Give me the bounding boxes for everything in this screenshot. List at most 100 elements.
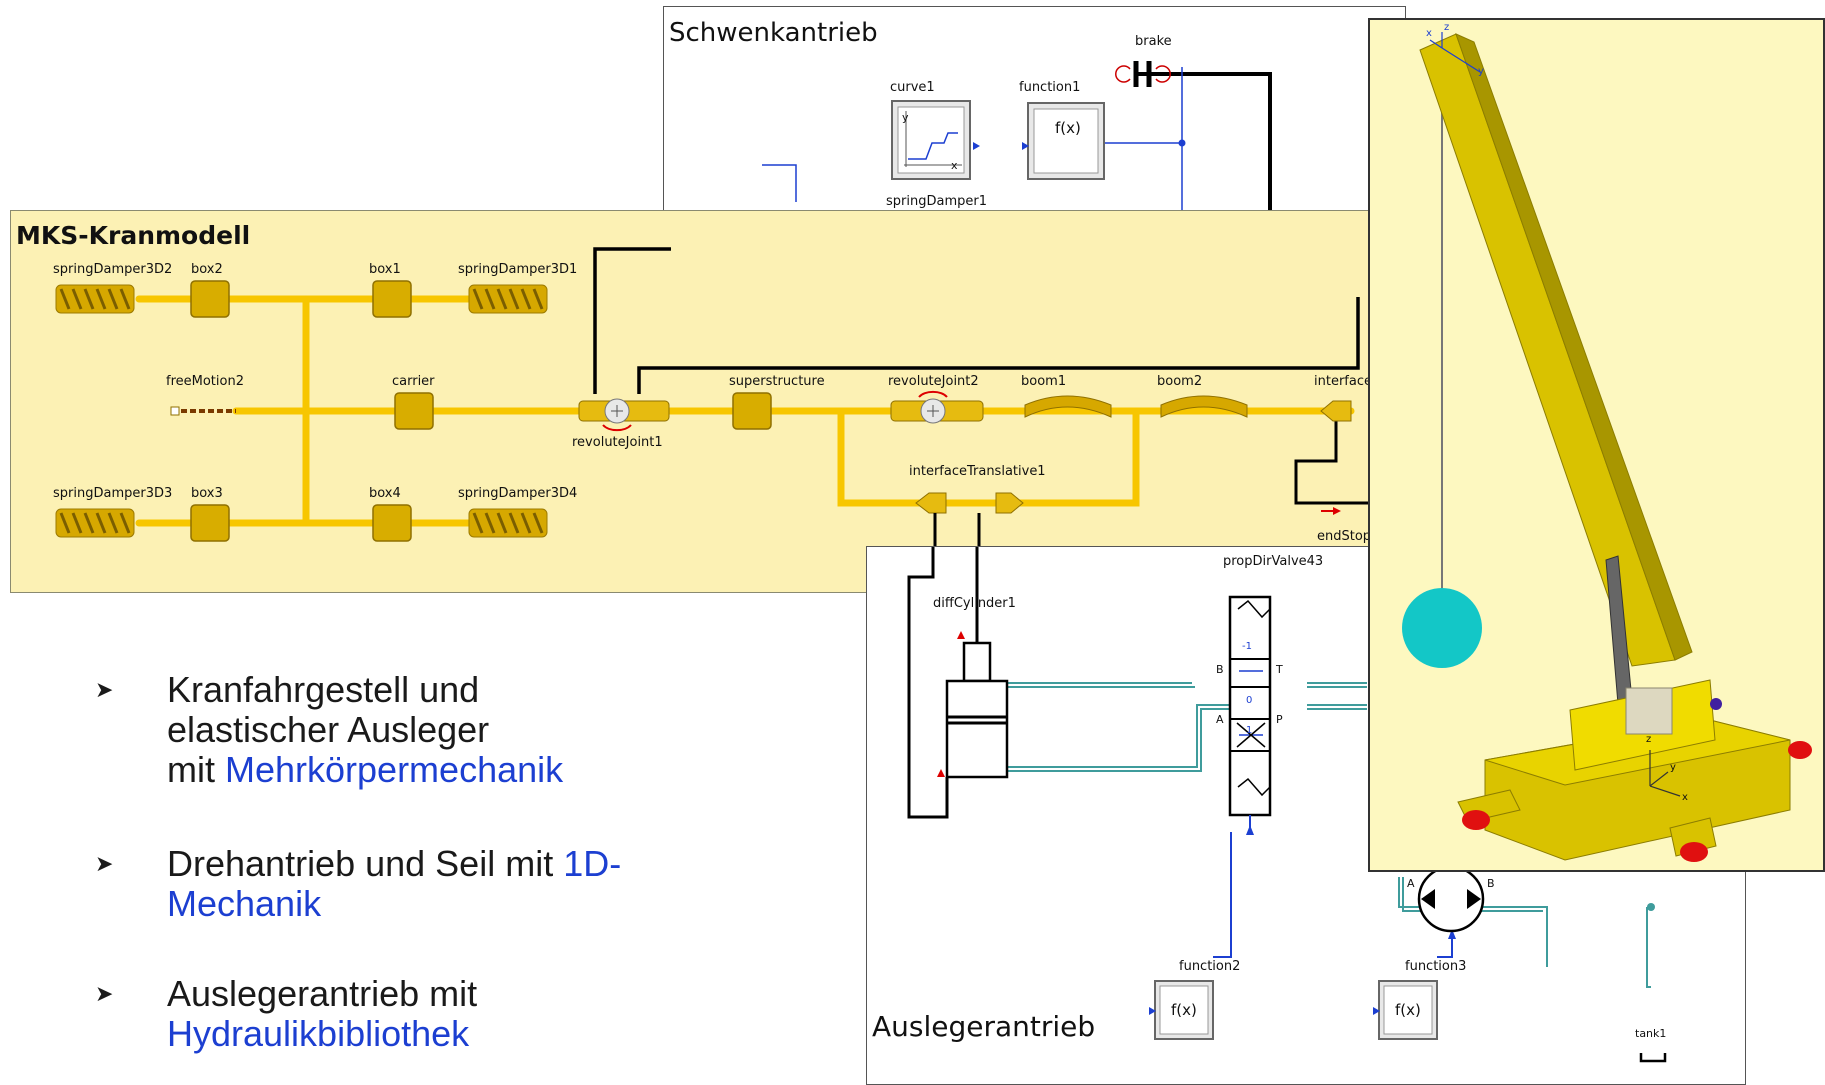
endstop-icon[interactable] [1321, 507, 1341, 515]
auslegerantrieb-panel[interactable]: Auslegerantrieb [866, 546, 1746, 1085]
box4-icon[interactable] [372, 504, 412, 542]
boom2-icon[interactable] [1160, 395, 1248, 418]
crane-pivot [1710, 698, 1722, 710]
bullet-1-line-2: elastischer Ausleger [167, 709, 490, 750]
propdirvalve43-icon[interactable] [1228, 595, 1272, 832]
tank1-icon[interactable] [1639, 1053, 1667, 1063]
function2-fx: f(x) [1171, 1001, 1197, 1019]
function2-block[interactable] [1149, 980, 1214, 1040]
axis-y-label: y [1670, 762, 1676, 773]
label-springdamper3d1: springDamper3D1 [458, 262, 578, 277]
label-revolutejoint1: revoluteJoint1 [572, 435, 663, 450]
curve1-axis-y: y [902, 111, 909, 124]
mks-kranmodell-title: MKS-Kranmodell [16, 221, 251, 250]
label-propdirvalve43: propDirValve43 [1223, 554, 1324, 569]
freemotion2-icon[interactable] [170, 406, 236, 416]
function1-block[interactable] [1022, 102, 1105, 180]
springdamper3d1-icon[interactable] [468, 284, 548, 314]
box3-icon[interactable] [190, 504, 230, 542]
endstop-connection [1294, 416, 1371, 505]
signal-arrow-motor [1448, 929, 1456, 939]
crane-3d-view[interactable]: z y x x z y [1368, 18, 1825, 872]
box1-icon[interactable] [372, 280, 412, 318]
bullet-2-accent-1: 1D- [563, 843, 622, 884]
boom-axis-z-label: z [1444, 22, 1450, 33]
signal-junction [1178, 139, 1186, 147]
mks-kranmodell-panel[interactable]: MKS-Kranmodell [10, 210, 1372, 593]
revolutejoint2-icon[interactable] [890, 390, 984, 424]
revolutejoint1-icon[interactable] [578, 398, 670, 432]
label-springdamper3d2: springDamper3D2 [53, 262, 173, 277]
label-freemotion2: freeMotion2 [166, 374, 244, 389]
axis-x-label: x [1682, 792, 1688, 803]
bullet-3-line-1: Auslegerantrieb mit [167, 973, 478, 1014]
label-boom1: boom1 [1021, 374, 1067, 389]
crane-boom-side [1455, 33, 1693, 661]
label-tank1: tank1 [1635, 1027, 1667, 1040]
boom-axis-x-label: x [1426, 28, 1432, 39]
interfacetranslative1-icon[interactable] [915, 492, 1024, 556]
label-revolutejoint2: revoluteJoint2 [888, 374, 979, 389]
bullet-arrow-icon: ➤ [95, 851, 114, 876]
bullet-2-line-1: Drehantrieb und Seil mit [167, 843, 564, 884]
boom-axes [1429, 32, 1481, 73]
label-interface: interface [1314, 374, 1372, 389]
boom1-icon[interactable] [1024, 395, 1112, 418]
bullet-arrow-icon: ➤ [95, 981, 114, 1006]
label-carrier: carrier [392, 374, 435, 389]
label-boom2: boom2 [1157, 374, 1203, 389]
boom-axis-y-label: y [1478, 66, 1484, 77]
label-box1: box1 [369, 262, 401, 277]
springdamper3d3-icon[interactable] [55, 508, 135, 538]
mks-diagram [55, 247, 1371, 556]
springdamper3d2-icon[interactable] [55, 284, 135, 314]
bullet-3-accent: Hydraulikbibliothek [167, 1013, 470, 1054]
hydraulic-junction [1647, 903, 1655, 911]
label-function2: function2 [1179, 959, 1241, 974]
rotational-lines [593, 247, 1360, 394]
load-ball[interactable] [1402, 588, 1482, 668]
axis-z-label: z [1646, 734, 1652, 745]
valve-port-p: P [1276, 713, 1283, 726]
bullet-1-accent: Mehrkörpermechanik [225, 749, 564, 790]
label-diffcylinder1: diffCylinder1 [933, 596, 1016, 611]
label-superstructure: superstructure [729, 374, 825, 389]
crane-foot-1 [1462, 810, 1490, 830]
valve-position-zero: 0 [1246, 695, 1253, 706]
cylinder-connections [907, 547, 979, 819]
motor-port-b: B [1487, 877, 1495, 890]
bullet-arrow-icon: ➤ [95, 677, 114, 702]
function3-block[interactable] [1373, 980, 1438, 1040]
valve-position-minus: -1 [1242, 641, 1252, 652]
carrier-icon[interactable] [394, 392, 434, 430]
springdamper3d4-icon[interactable] [468, 508, 548, 538]
hydraulic-motor-icon[interactable] [1417, 865, 1485, 933]
label-springdamper3d4: springDamper3D4 [458, 486, 578, 501]
label-interfacetranslative1: interfaceTranslative1 [909, 464, 1046, 479]
bullet-1-line-1: Kranfahrgestell und [167, 669, 480, 710]
crane-cabin [1625, 687, 1673, 735]
function1-fx: f(x) [1055, 119, 1081, 137]
valve-port-b: B [1216, 663, 1224, 676]
interface-icon[interactable] [1320, 400, 1352, 422]
label-function3: function3 [1405, 959, 1467, 974]
curve1-axis-x: x [951, 159, 958, 172]
curve1-block[interactable] [891, 100, 980, 180]
valve-port-a: A [1216, 713, 1224, 726]
label-endstop: endStop [1317, 529, 1372, 544]
label-box2: box2 [191, 262, 223, 277]
box2-icon[interactable] [190, 280, 230, 318]
signal-arrow-valve [1246, 825, 1254, 835]
crane-boom[interactable] [1419, 33, 1676, 667]
label-box4: box4 [369, 486, 401, 501]
diffcylinder1-icon[interactable] [937, 631, 1009, 779]
auslegerantrieb-title: Auslegerantrieb [872, 1010, 1096, 1043]
valve-position-one: 1 [1246, 725, 1253, 736]
label-springdamper1: springDamper1 [886, 194, 987, 209]
superstructure-icon[interactable] [732, 392, 772, 430]
function3-fx: f(x) [1395, 1001, 1421, 1019]
brake-icon[interactable] [1115, 61, 1171, 87]
schwenkantrieb-title: Schwenkantrieb [669, 18, 878, 48]
bullet-1-line-3: mit [167, 749, 225, 790]
base-axes [1649, 750, 1681, 797]
